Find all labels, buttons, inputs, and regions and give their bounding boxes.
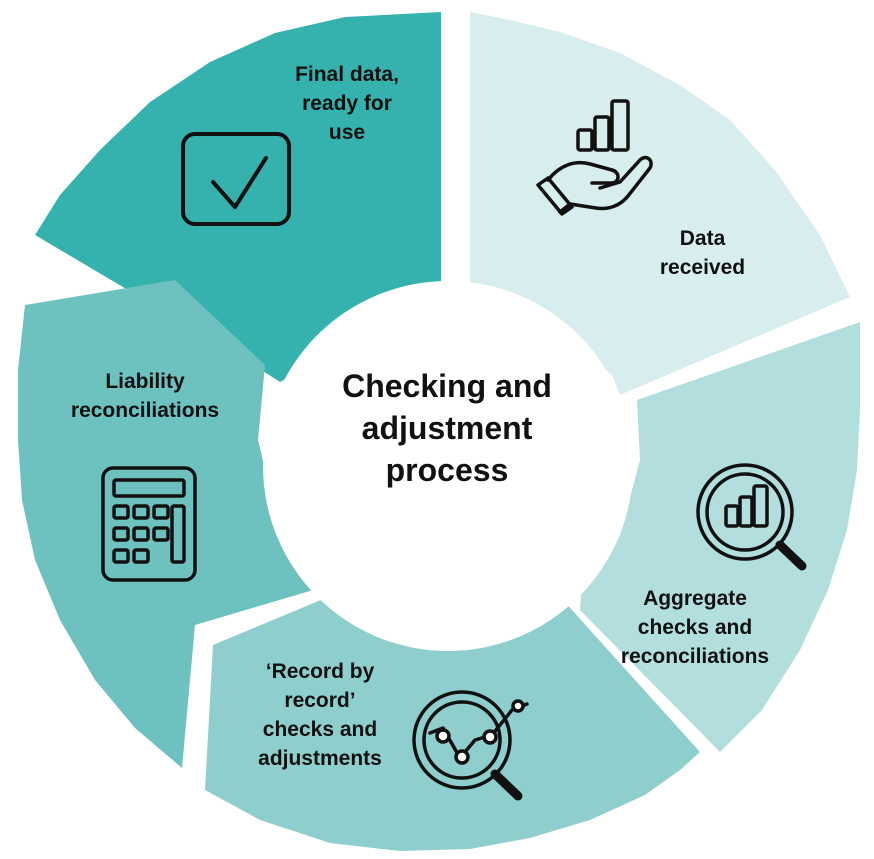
label-liability-reconciliations-line-2: reconciliations xyxy=(70,399,220,422)
segment-liability-reconciliations xyxy=(18,280,320,768)
center-title-line-2: adjustment xyxy=(361,410,533,446)
segment-aggregate-checks xyxy=(580,322,860,752)
segment-data-received xyxy=(470,12,850,395)
label-aggregate-checks-line-3: reconciliations xyxy=(620,645,770,668)
label-record-by-record: ‘Record by record’ checks and adjustment… xyxy=(235,657,405,773)
label-final-data: Final data, ready for use xyxy=(262,60,432,147)
center-title-line-1: Checking and xyxy=(342,368,552,404)
label-record-by-record-line-2: record’ xyxy=(284,689,356,712)
label-record-by-record-line-4: adjustments xyxy=(258,747,382,770)
center-title: Checking and adjustment process xyxy=(282,365,612,491)
label-aggregate-checks-line-2: checks and xyxy=(637,616,753,639)
label-final-data-line-3: use xyxy=(328,121,366,144)
label-data-received: Data received xyxy=(630,224,775,282)
label-data-received-line-2: received xyxy=(659,256,746,279)
label-data-received-line-1: Data xyxy=(679,227,726,250)
label-aggregate-checks: Aggregate checks and reconciliations xyxy=(600,584,790,671)
label-liability-reconciliations-line-1: Liability xyxy=(105,370,185,393)
label-record-by-record-line-1: ‘Record by xyxy=(265,660,375,683)
segment-record-by-record xyxy=(205,592,700,851)
label-final-data-line-1: Final data, xyxy=(295,63,399,86)
calculator-icon xyxy=(101,466,197,582)
label-liability-reconciliations: Liability reconciliations xyxy=(45,367,245,425)
magnifier-chart-icon xyxy=(696,463,807,571)
center-circle xyxy=(263,281,633,651)
center-title-line-3: process xyxy=(385,452,509,488)
checkbox-icon xyxy=(181,132,291,226)
magnifier-graph-icon xyxy=(412,690,529,801)
hand-chart-icon xyxy=(536,99,653,216)
label-record-by-record-line-3: checks and xyxy=(262,718,378,741)
label-aggregate-checks-line-1: Aggregate xyxy=(643,587,747,610)
label-final-data-line-2: ready for xyxy=(302,92,392,115)
